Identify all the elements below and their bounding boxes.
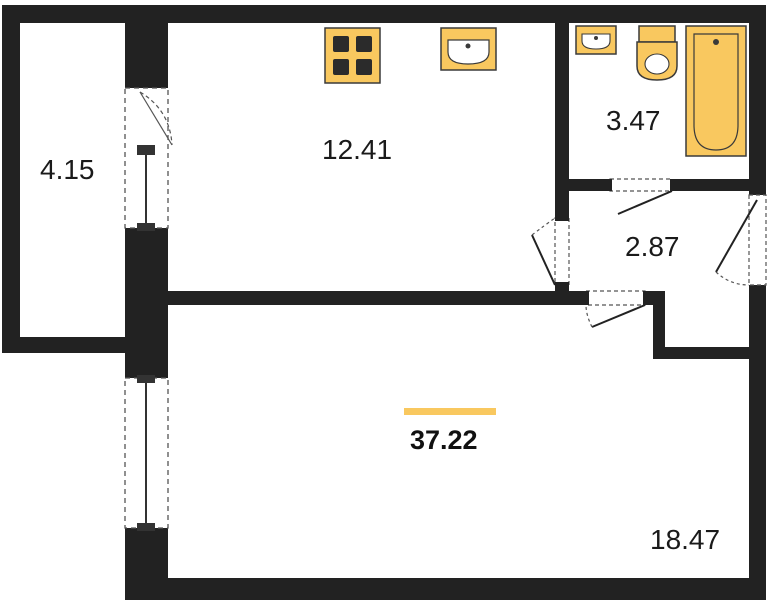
wall-main-left-1 [125, 5, 168, 88]
jamb-3 [555, 215, 569, 221]
window-frame-cap-1 [137, 145, 155, 155]
wall-kitchen-bath [555, 18, 569, 218]
door-entrance-leaf [715, 199, 758, 273]
wall-bottom [125, 578, 766, 600]
wall-top [2, 5, 766, 23]
wall-balcony-bottom [2, 337, 152, 353]
door-living-swing [585, 304, 593, 328]
toilet-cistern [638, 25, 676, 43]
wall-niche-horizontal [653, 347, 766, 359]
window-frame-cap-4 [137, 523, 155, 531]
balcony-door-swing [139, 91, 173, 146]
room-area-balcony: 4.15 [40, 154, 95, 185]
room-area-kitchen: 12.41 [322, 134, 393, 165]
stove-burner-4 [356, 59, 372, 75]
stove-burner-1 [333, 36, 349, 52]
bathtub-icon [685, 25, 747, 157]
bathtub-basin [693, 33, 739, 151]
walls [2, 5, 766, 600]
jamb-1 [606, 179, 612, 191]
wall-bath-hall-2 [672, 179, 766, 191]
stove-burner-3 [333, 59, 349, 75]
kitchen-sink-drain [465, 43, 471, 49]
door-jambs [555, 179, 676, 305]
door-entrance-gap [748, 194, 767, 286]
door-bath-leaf [617, 190, 673, 215]
wall-niche-vertical [653, 291, 665, 359]
jamb-2 [670, 179, 676, 191]
kitchen-sink-icon [440, 27, 497, 71]
wall-right [749, 5, 766, 195]
kitchen-sink-bowl [447, 39, 490, 65]
jamb-5 [583, 291, 589, 305]
door-entrance-swing [715, 271, 750, 286]
toilet-seat [644, 53, 670, 75]
wall-kitchen-living [160, 291, 586, 305]
door-living-leaf [591, 304, 646, 328]
wall-balcony-left [2, 5, 20, 353]
door-kitchen-leaf [531, 234, 556, 286]
washbasin-drain [594, 36, 598, 40]
door-bath-gap [609, 178, 673, 192]
window-balcony-door [124, 87, 169, 229]
stove-body [324, 27, 381, 84]
window-frames [137, 145, 155, 531]
stove-burner-2 [356, 36, 372, 52]
stove-icon [324, 27, 381, 84]
jamb-4 [555, 282, 569, 288]
door-living-gap [585, 290, 646, 306]
wall-kitchen-hall [555, 285, 569, 305]
door-kitchen-swing [531, 217, 556, 236]
wall-right-lower [749, 285, 766, 600]
balcony-door [139, 91, 173, 146]
window-frame-cap-2 [137, 223, 155, 231]
door-kitchen-gap [554, 217, 570, 286]
bathtub-drain [713, 39, 719, 45]
window-frame-cap-3 [137, 375, 155, 383]
toilet-icon [636, 25, 678, 81]
doors [531, 178, 767, 328]
washbasin-icon [575, 25, 617, 55]
jamb-6 [643, 291, 649, 305]
room-area-bathroom: 3.47 [606, 105, 661, 136]
room-area-living-room: 18.47 [650, 524, 721, 555]
total-area-bar [404, 408, 496, 415]
room-area-hallway: 2.87 [625, 231, 680, 262]
balcony-door-leaf [139, 91, 173, 146]
washbasin-bowl [581, 33, 611, 50]
total-area: 37.22 [410, 425, 478, 455]
wall-bath-hall-1 [555, 179, 610, 191]
